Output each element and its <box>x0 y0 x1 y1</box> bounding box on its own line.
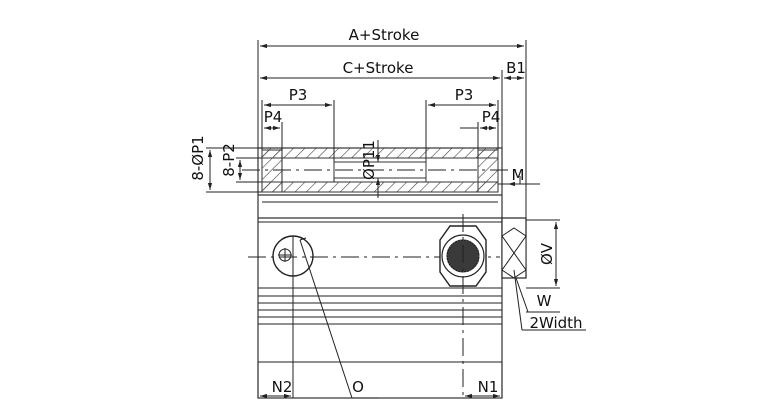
dim-p1-p2 <box>206 147 262 193</box>
label-n1: N1 <box>478 378 499 396</box>
label-p4-right: P4 <box>482 108 501 126</box>
label-p4-left: P4 <box>264 108 283 126</box>
label-p3-right: P3 <box>455 86 474 104</box>
dim-a-stroke <box>257 40 527 218</box>
dim-m <box>498 176 540 187</box>
rod-end <box>501 217 527 279</box>
label-o: O <box>352 378 364 396</box>
label-w: W <box>537 292 552 310</box>
label-p3-left: P3 <box>289 86 308 104</box>
label-n2: N2 <box>272 378 293 396</box>
dim-p4 <box>264 122 496 158</box>
label-p1: 8-ØP1 <box>189 135 207 180</box>
label-p11: ØP11 <box>360 140 378 180</box>
dim-p3 <box>261 100 499 158</box>
dim-c-stroke <box>260 70 524 148</box>
label-a-stroke: A+Stroke <box>349 26 420 44</box>
dim-v <box>526 219 560 289</box>
cylinder-body <box>257 147 503 399</box>
label-m: M <box>512 166 525 184</box>
dim-n2-o-n1 <box>257 236 503 399</box>
label-v: ØV <box>538 242 556 265</box>
label-c-stroke: C+Stroke <box>343 59 414 77</box>
dim-w <box>513 269 586 331</box>
label-p2: 8-P2 <box>220 143 238 177</box>
label-2width: 2Width <box>529 314 582 332</box>
label-b1: B1 <box>506 59 526 77</box>
right-port-silencer <box>439 214 487 398</box>
